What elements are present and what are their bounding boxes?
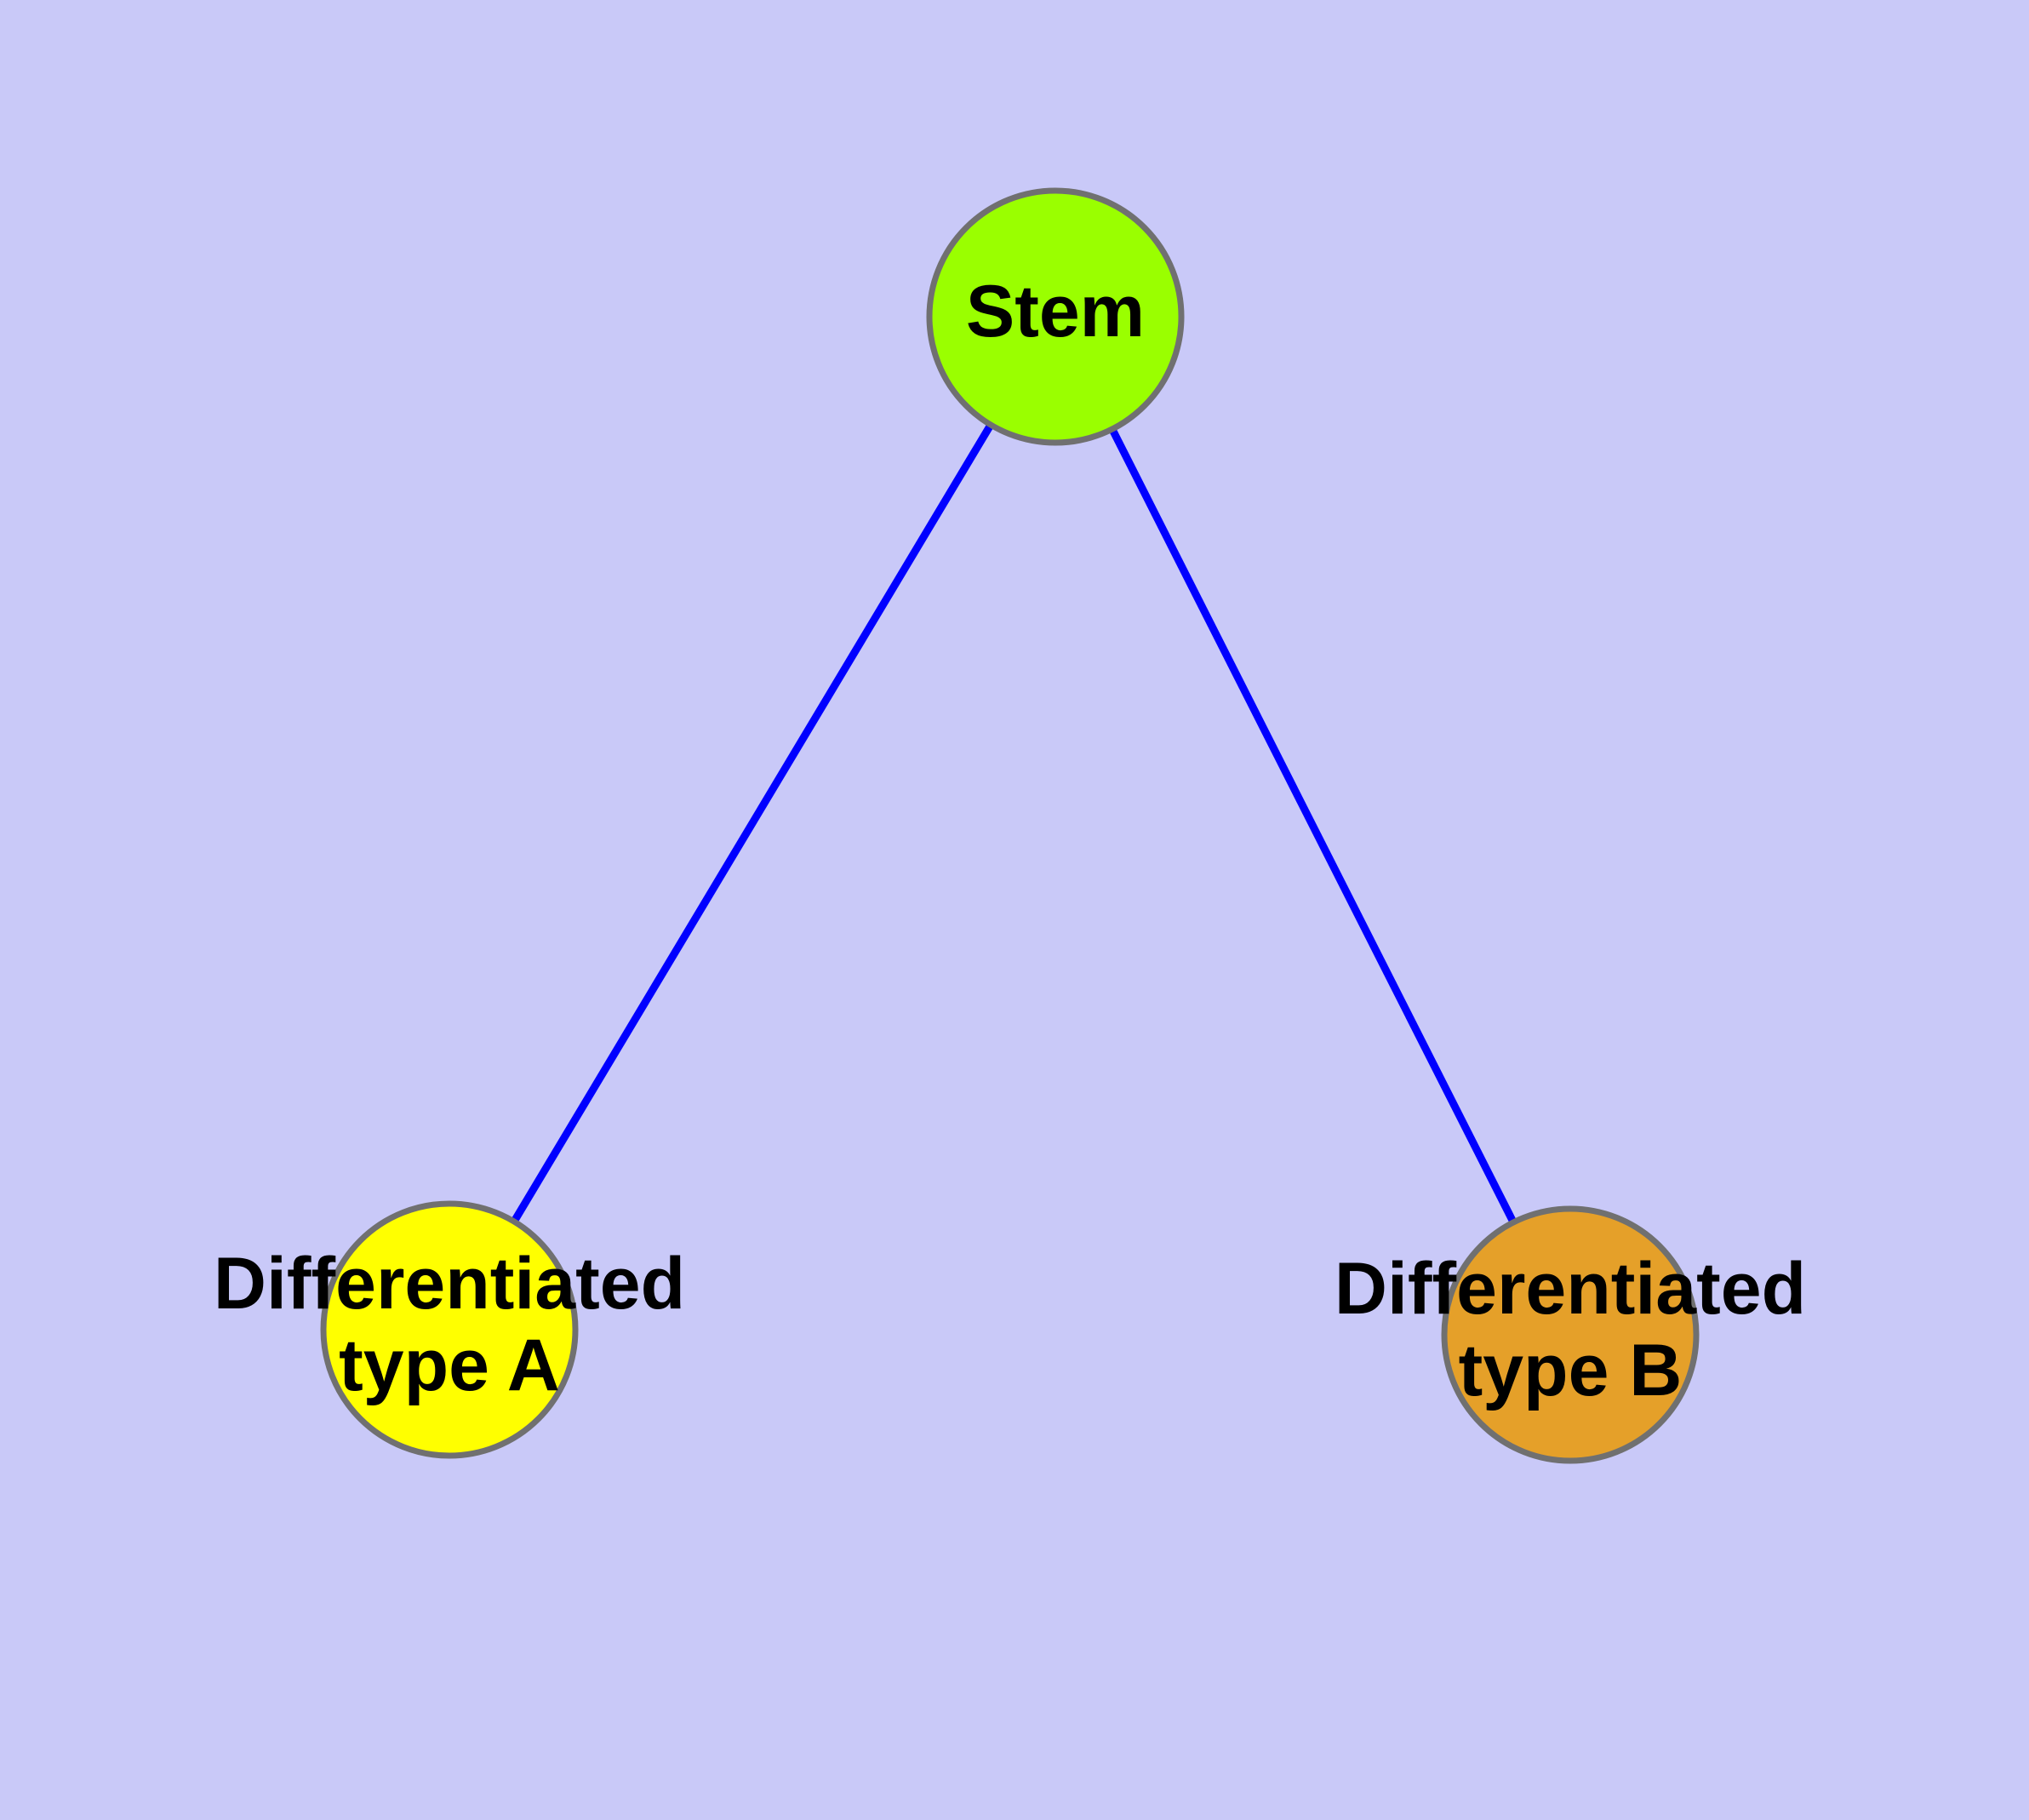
edge-layer	[446, 314, 1575, 1337]
node-stem[interactable]: Stem	[926, 187, 1185, 446]
node-label-line: type A	[339, 1325, 560, 1406]
edge-stem-to-differentiated-type-b[interactable]	[1051, 314, 1575, 1337]
node-label-stem: Stem	[966, 271, 1145, 352]
node-circle-differentiated-type-b[interactable]	[1441, 1205, 1700, 1464]
node-label-line: Differentiated	[1335, 1248, 1806, 1330]
node-label-line: type B	[1459, 1330, 1683, 1411]
node-label-line: Differentiated	[214, 1243, 685, 1325]
node-circle-stem[interactable]	[926, 187, 1185, 446]
edge-stem-to-differentiated-type-a[interactable]	[446, 314, 1059, 1332]
node-circle-differentiated-type-a[interactable]	[320, 1200, 579, 1459]
node-label-line: Stem	[966, 271, 1145, 352]
